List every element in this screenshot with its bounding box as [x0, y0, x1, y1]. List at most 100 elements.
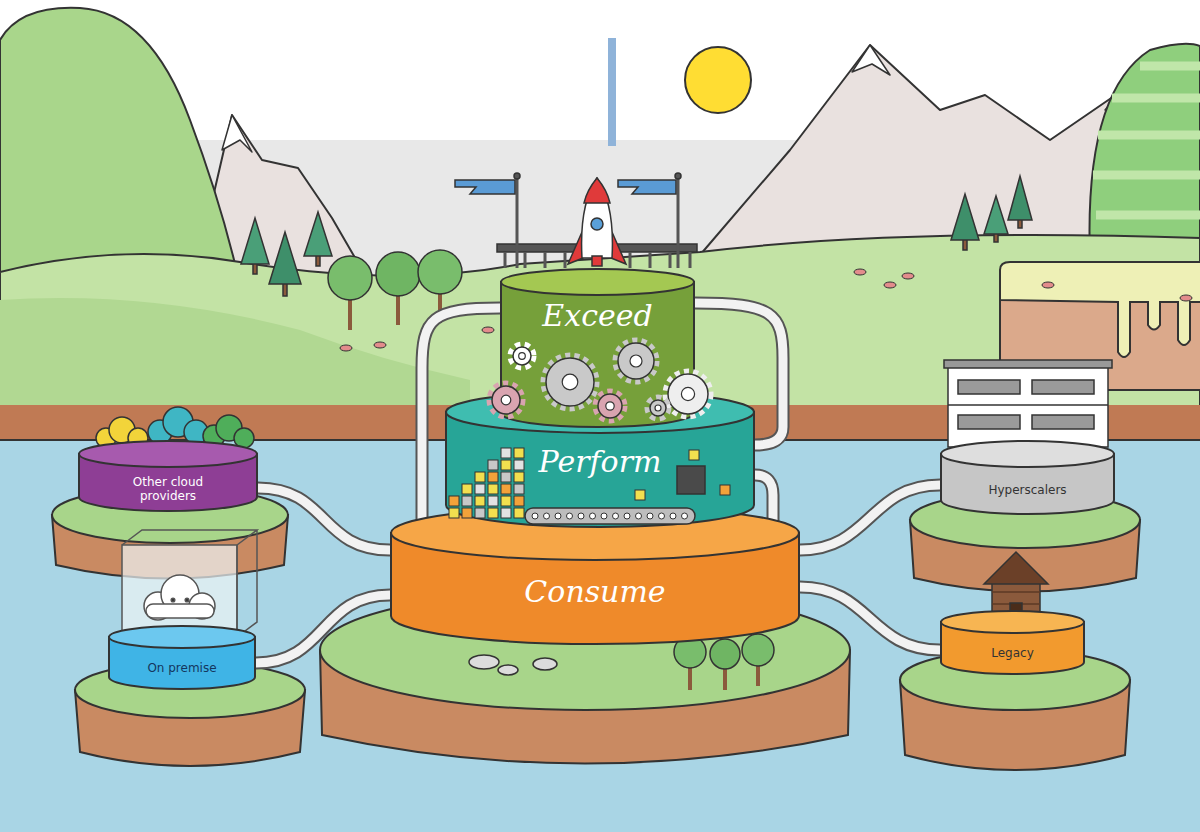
conveyor-roller [590, 513, 596, 519]
conveyor-roller [613, 513, 619, 519]
cylinder-top [79, 441, 257, 467]
conveyor-roller [601, 513, 607, 519]
sun [685, 47, 751, 113]
conveyor [525, 508, 695, 524]
hill [0, 8, 240, 285]
boxed-cloud-part [144, 575, 215, 620]
data-block [635, 490, 645, 500]
chip [677, 466, 705, 494]
cylinder-top [446, 391, 754, 433]
rocket-part [591, 218, 603, 230]
gear [492, 386, 520, 414]
gear-teeth [490, 384, 522, 416]
pipe-outline [800, 587, 940, 650]
gear-hole [681, 387, 694, 400]
launch-platform-part [618, 180, 676, 194]
gear-hole [630, 355, 642, 367]
gear-teeth [616, 341, 656, 381]
conveyor-roller [682, 513, 688, 519]
gear [650, 400, 666, 416]
conveyor-roller [636, 513, 642, 519]
data-block [488, 460, 498, 470]
data-block [689, 450, 699, 460]
data-block [449, 496, 459, 506]
cylinder-shape [108, 625, 256, 690]
data-block [462, 508, 472, 518]
data-block [501, 472, 511, 482]
mountains [195, 45, 1135, 275]
data-block [488, 472, 498, 482]
data-center-building-part [948, 404, 1108, 406]
conveyor-roller [567, 513, 573, 519]
data-block [514, 496, 524, 506]
data-block [514, 472, 524, 482]
striped-hill-part [1093, 66, 1200, 215]
gear [618, 343, 654, 379]
pipe-fill [800, 587, 940, 650]
conveyor-roller [659, 513, 665, 519]
ground-dots-part [482, 327, 494, 333]
data-block [475, 484, 485, 494]
cylinder-top [941, 441, 1114, 467]
data-block [501, 496, 511, 506]
gear-hole [501, 395, 511, 405]
gear [598, 394, 622, 418]
data-center-building-part [958, 415, 1020, 429]
data-block [501, 484, 511, 494]
mountains-part [222, 115, 252, 152]
gears [490, 341, 710, 420]
conveyor-roller [532, 513, 538, 519]
data-block [488, 484, 498, 494]
gear [668, 374, 708, 414]
exceed-tier: Exceed [500, 268, 695, 428]
data-block [501, 448, 511, 458]
node-label: Hyperscalers [988, 483, 1066, 497]
island-trees-part [710, 639, 740, 669]
data-block [501, 508, 511, 518]
gear-teeth [648, 398, 668, 418]
boxed-cloud-part-part [146, 604, 214, 618]
ground-dots-part [854, 269, 866, 275]
pipe-connector [800, 485, 940, 550]
text-area: Hyperscalers [940, 468, 1115, 513]
stones-part [533, 658, 557, 670]
conifer-trees-part [984, 196, 1008, 234]
data-block [462, 484, 472, 494]
text-area: Perform [445, 434, 755, 490]
data-center-building-part [944, 360, 1112, 368]
conveyor-roller [544, 513, 550, 519]
island-trees-part [742, 634, 774, 666]
conveyor-roller [670, 513, 676, 519]
launch-platform [455, 173, 697, 268]
stones [469, 655, 557, 675]
data-block [488, 496, 498, 506]
rocket [568, 178, 626, 266]
boxed-cloud-part [122, 545, 237, 637]
cylinder-shape [940, 440, 1115, 515]
data-block [462, 496, 472, 506]
cylinder-top [941, 611, 1084, 633]
hyperscaler-platform: Hyperscalers [940, 440, 1115, 515]
conveyor-roller [647, 513, 653, 519]
mountains-part [852, 45, 890, 75]
island-trees [674, 634, 774, 690]
conifer-trees-part [1008, 176, 1032, 220]
node-label: Perform [539, 444, 662, 480]
conveyor-roller [624, 513, 630, 519]
striped-hill [1090, 44, 1200, 258]
launch-platform-part [675, 173, 681, 179]
cylinder-top [109, 626, 255, 648]
pipe-fill [256, 595, 390, 663]
node-label: Other cloud providers [112, 475, 224, 504]
pipe-outline [258, 488, 390, 550]
gear-hole [562, 374, 578, 390]
data-block [475, 472, 485, 482]
round-trees-part [418, 250, 462, 294]
data-block [488, 508, 498, 518]
node-label: Legacy [991, 646, 1034, 660]
text-area: Other cloud providers [78, 468, 258, 510]
cliff-part [1000, 262, 1200, 357]
cloud-platform: Other cloud providers [78, 440, 258, 512]
ground-dots-part [374, 342, 386, 348]
